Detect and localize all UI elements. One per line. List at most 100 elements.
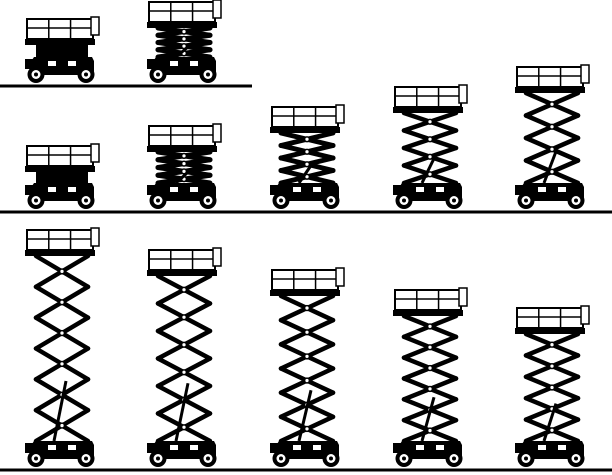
scissor-pivot: [548, 146, 556, 153]
hydraulic-cylinder: [542, 150, 558, 184]
wheel-hub: [402, 456, 406, 461]
guard-rail: [394, 289, 462, 311]
lift-chassis: [520, 183, 584, 201]
guard-rail: [148, 125, 216, 147]
scissor-pivot: [180, 314, 188, 321]
platform-deck: [270, 290, 340, 296]
chassis-detail: [68, 61, 76, 66]
wheel-hub: [279, 198, 283, 203]
lift-chassis: [152, 183, 216, 201]
ground-line: [0, 210, 612, 214]
scissor-pivot: [426, 323, 434, 330]
hydraulic-cylinder: [542, 403, 558, 442]
lift-chassis: [30, 441, 94, 459]
scissor-pivot: [426, 427, 434, 434]
chassis-detail: [48, 61, 56, 66]
lift-control-box: [25, 185, 33, 195]
platform-console: [580, 305, 590, 325]
scissor-pivot: [180, 152, 188, 160]
wheel-hub: [524, 198, 528, 203]
scissor-lift: [147, 0, 222, 83]
platform-deck: [270, 127, 340, 133]
wheel-hub: [279, 456, 283, 461]
chassis-detail: [558, 445, 566, 450]
platform-deck: [147, 146, 217, 152]
scissor-stack: [36, 172, 88, 183]
scissor-lift: [147, 247, 222, 467]
platform-console: [212, 123, 222, 143]
guard-rail: [26, 145, 94, 167]
scissor-pivot: [303, 148, 311, 155]
lift-chassis: [30, 183, 94, 201]
scissor-lift: [393, 287, 468, 467]
platform-console: [335, 267, 345, 287]
platform-console: [90, 16, 100, 36]
chassis-detail: [538, 187, 546, 192]
chassis-detail: [313, 445, 321, 450]
scissor-pivot: [548, 384, 556, 391]
platform-deck: [393, 107, 463, 113]
ground-line: [0, 84, 252, 88]
scissor-pivot: [180, 369, 188, 376]
wheel-hub: [329, 456, 333, 461]
lift-control-box: [147, 185, 155, 195]
chassis-detail: [170, 445, 178, 450]
scissor-pivot: [426, 344, 434, 351]
wheel-hub: [402, 198, 406, 203]
wheel-hub: [156, 198, 160, 203]
scissor-pivot: [426, 118, 434, 125]
scissor-lift: [515, 305, 590, 467]
platform-console: [212, 0, 222, 19]
scissor-pivot: [426, 364, 434, 372]
wheel-hub: [84, 72, 88, 77]
hydraulic-cylinder: [52, 380, 68, 442]
scissor-pivot: [303, 425, 311, 433]
platform-deck: [147, 270, 217, 276]
platform-console: [458, 287, 468, 307]
chassis-detail: [190, 187, 198, 192]
chassis-detail: [170, 187, 178, 192]
scissor-pivot: [548, 123, 556, 130]
scissor-lift: [25, 16, 100, 83]
lift-control-box: [270, 185, 278, 195]
scissor-lift: [270, 267, 345, 467]
scissor-pivot: [180, 28, 188, 35]
platform-deck: [25, 250, 95, 256]
chassis-detail: [68, 187, 76, 192]
scissor-pivot: [58, 299, 66, 306]
platform-console: [335, 104, 345, 124]
chassis-detail: [558, 187, 566, 192]
scissor-pivot: [58, 422, 66, 429]
wheel-hub: [84, 456, 88, 461]
scissor-pivot: [303, 377, 311, 384]
lift-chassis: [30, 57, 94, 75]
platform-deck: [515, 87, 585, 93]
chassis-detail: [416, 445, 424, 450]
chassis-detail: [190, 445, 198, 450]
wheel-hub: [84, 198, 88, 203]
scissor-pivot: [548, 341, 556, 348]
platform-console: [90, 227, 100, 247]
guard-rail: [271, 106, 339, 128]
lift-chassis: [520, 441, 584, 459]
scissor-pivot: [303, 304, 311, 312]
wheel-hub: [574, 198, 578, 203]
hydraulic-cylinder: [420, 157, 436, 184]
scissor-pivot: [426, 153, 434, 160]
hydraulic-cylinder: [174, 382, 190, 442]
guard-rail: [516, 307, 584, 329]
scissor-pivot: [303, 353, 311, 360]
scissor-pivot: [426, 136, 434, 143]
lift-control-box: [147, 59, 155, 69]
scissor-pivot: [303, 136, 311, 143]
wheel-hub: [452, 456, 456, 461]
scissor-pivot: [548, 362, 556, 370]
lift-control-box: [270, 443, 278, 453]
lift-control-box: [515, 443, 523, 453]
scissor-pivot: [58, 268, 66, 275]
chassis-detail: [48, 187, 56, 192]
guard-rail: [516, 66, 584, 88]
hydraulic-cylinder: [420, 396, 436, 442]
platform-console: [458, 84, 468, 104]
